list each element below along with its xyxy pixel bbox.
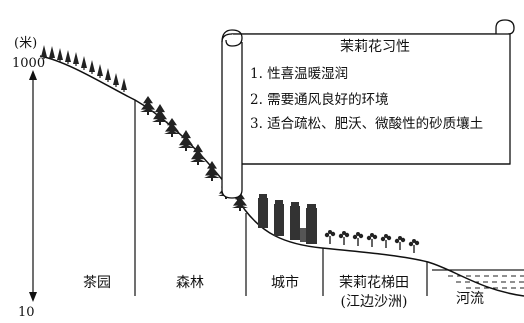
axis-arrow-down — [29, 292, 37, 302]
conifer-tree-icon — [152, 104, 168, 122]
tea-bush-icon — [65, 50, 71, 62]
tree-trunk — [185, 148, 187, 151]
tea-bush-icon — [57, 48, 63, 60]
tea-bush-icon — [89, 60, 95, 72]
tea-stem — [59, 58, 61, 62]
tea-bush-icon — [105, 68, 111, 80]
jasmine-flower-icon — [400, 237, 406, 243]
tree-trunk — [159, 122, 161, 125]
conifer-tree-icon — [164, 118, 180, 134]
city-buildings — [258, 194, 317, 244]
scroll-item-1: 1. 性喜温暖湿润 — [250, 66, 348, 82]
jasmine-flower-icon — [414, 240, 420, 246]
tea-stem — [43, 55, 45, 59]
tea-bush-icon — [73, 52, 79, 64]
jasmine-flower-icon — [358, 233, 364, 239]
tea-stem — [99, 74, 101, 78]
tree-trunk — [147, 112, 149, 115]
axis-arrow-up — [29, 70, 37, 80]
jasmine-stem — [329, 236, 331, 244]
jasmine-flower-icon — [324, 232, 330, 238]
tea-stem — [107, 78, 109, 82]
jasmine-flower-icon — [352, 234, 358, 240]
axis-unit: (米) — [14, 36, 37, 51]
tea-bush-icon — [49, 46, 55, 58]
zone-label-jasmine-terrace-note: (江边沙洲) — [341, 294, 408, 310]
tree-trunk — [171, 134, 173, 137]
zone-label-river: 河流 — [456, 291, 484, 307]
conifer-tree-icon — [190, 144, 206, 162]
tea-bush-icon — [113, 73, 119, 85]
scroll-title: 茉莉花习性 — [340, 38, 410, 55]
jasmine-flower-icon — [356, 232, 360, 236]
tea-stem — [75, 62, 77, 66]
jasmine-flower-icon — [366, 235, 372, 241]
zone-label-tea-garden: 茶园 — [83, 275, 111, 291]
scroll-item-2: 2. 需要通风良好的环境 — [250, 92, 389, 108]
jasmine-flower-icon — [372, 234, 378, 240]
tea-stem — [67, 60, 69, 64]
tea-stem — [83, 66, 85, 70]
tea-bush-icon — [81, 56, 87, 68]
jasmine-flower-icon — [342, 231, 346, 235]
tea-stem — [51, 56, 53, 60]
habit-scroll: 茉莉花习性 1. 性喜温暖湿润 2. 需要通风良好的环境 3. 适合疏松、肥沃、… — [221, 19, 515, 199]
conifer-tree-icon — [178, 130, 194, 148]
conifer-tree-icon — [204, 161, 220, 178]
conifer-tree-icon — [140, 96, 156, 112]
conifer-tree-icon — [232, 192, 248, 208]
jasmine-flower-icon — [412, 239, 416, 243]
zone-dividers — [134, 100, 428, 296]
axis-top-value: 1000 — [12, 56, 45, 71]
scroll-item-3: 3. 适合疏松、肥沃、微酸性的砂质壤土 — [250, 115, 483, 132]
tea-stem — [123, 88, 125, 92]
tea-bush-icon — [121, 78, 127, 90]
zone-label-forest: 森林 — [176, 275, 204, 291]
jasmine-flower-icon — [344, 232, 350, 238]
zone-label-city: 城市 — [271, 274, 299, 291]
jasmine-flower-icon — [394, 238, 400, 244]
tea-stem — [115, 83, 117, 87]
tree-trunk — [197, 162, 199, 165]
jasmine-flower-icon — [330, 231, 336, 237]
jasmine-flower-icon — [338, 233, 344, 239]
zone-label-jasmine-terrace: 茉莉花梯田 — [339, 274, 409, 291]
zone-labels: 茶园 森林 城市 茉莉花梯田 (江边沙洲) 河流 — [83, 274, 484, 310]
jasmine-stem — [399, 242, 401, 250]
jasmine-plants — [324, 230, 420, 253]
tree-trunk — [211, 178, 213, 181]
jasmine-stem — [371, 239, 373, 247]
jasmine-flower-icon — [386, 235, 392, 241]
jasmine-stem — [343, 237, 345, 245]
jasmine-stem — [413, 245, 415, 253]
tea-stem — [91, 70, 93, 74]
axis-bottom-value: 10 — [18, 305, 35, 320]
jasmine-flower-icon — [380, 236, 386, 242]
tea-plants — [41, 45, 127, 92]
jasmine-flower-icon — [408, 241, 414, 247]
jasmine-flower-icon — [384, 234, 388, 238]
tree-trunk — [239, 208, 241, 211]
jasmine-flower-icon — [398, 236, 402, 240]
terrain-slope-line — [39, 55, 524, 297]
tea-bush-icon — [41, 45, 47, 57]
jasmine-flower-icon — [328, 230, 332, 234]
jasmine-stem — [357, 238, 359, 246]
elevation-axis: (米) 1000 10 — [12, 36, 45, 320]
jasmine-flower-icon — [370, 233, 374, 237]
tea-bush-icon — [97, 64, 103, 76]
jasmine-stem — [385, 240, 387, 248]
